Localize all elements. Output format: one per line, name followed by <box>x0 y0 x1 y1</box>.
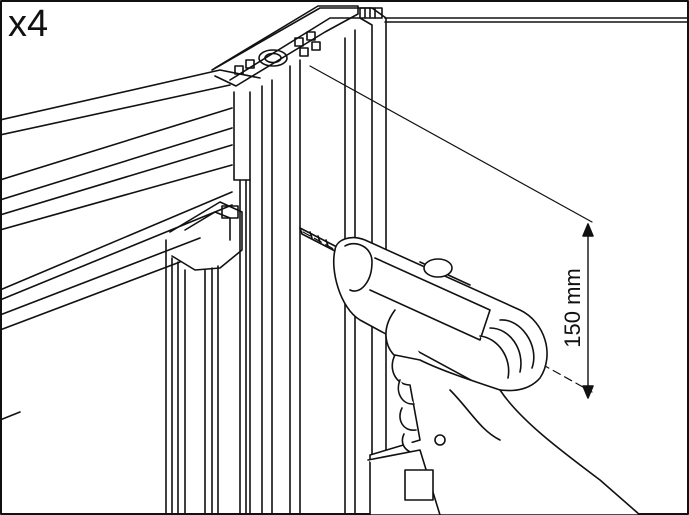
quantity-label: x4 <box>8 3 49 45</box>
arrow-down-icon <box>582 385 594 399</box>
screw-icon <box>258 49 288 67</box>
arrow-up-icon <box>582 223 594 237</box>
drill-icon <box>332 236 548 392</box>
panel-guide-block <box>165 201 243 515</box>
top-cap <box>214 5 383 87</box>
dimension-leader-top <box>309 65 593 223</box>
top-rail <box>384 17 689 23</box>
hand-icon <box>367 354 641 515</box>
dimension-label: 150 mm <box>560 268 585 347</box>
sliding-panel-left <box>0 69 261 421</box>
wall-profile <box>211 7 387 515</box>
drill-bit-icon <box>299 227 338 253</box>
